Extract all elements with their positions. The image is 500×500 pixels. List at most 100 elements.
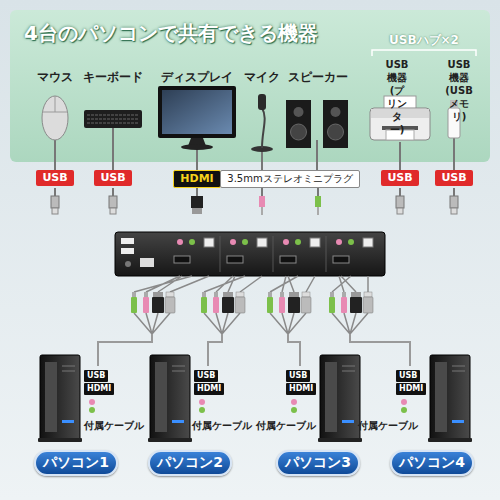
- connector-tag: HDMI: [84, 383, 114, 395]
- panel-title: 4台のパソコンで共有できる機器: [24, 20, 318, 47]
- connector-tag: HDMI: [286, 383, 316, 395]
- kvm-switch: [125, 261, 131, 267]
- kvm-ports: [295, 239, 301, 245]
- kvm-ports: [283, 239, 289, 245]
- cable-note: 付属ケーブル: [256, 420, 316, 432]
- kvm-illustration: [38, 355, 82, 442]
- device-name: ディスプレイ: [161, 70, 233, 84]
- keyboard-icon: [87, 115, 139, 123]
- top-plugs: [397, 208, 403, 214]
- port-tag: USB: [435, 170, 472, 186]
- kvm-illustration: [148, 355, 192, 442]
- kvm-ports: [242, 239, 248, 245]
- kvm-ports: [220, 236, 221, 272]
- audio-plug-dots: [291, 399, 297, 405]
- kvm-illustration: [318, 355, 362, 442]
- kvm-cables: [134, 276, 209, 292]
- mouse-icon: [42, 96, 68, 140]
- kvm-ports: [326, 236, 327, 272]
- top-plugs: [52, 208, 58, 214]
- kvm-ports: [177, 239, 183, 245]
- hub-bracket: [372, 50, 476, 56]
- speaker-icon: [291, 124, 307, 140]
- kvm-ports: [204, 238, 214, 247]
- device-name: USB機器 (プリンター): [386, 58, 409, 136]
- pc-pill: パソコン3: [276, 450, 360, 476]
- speaker-icon: [323, 100, 348, 148]
- cable-note: 付属ケーブル: [358, 420, 418, 432]
- kvm-ports: [230, 239, 236, 245]
- kvm-ports: [336, 239, 342, 245]
- audio-plug-dots: [199, 407, 205, 413]
- device-name: USB機器 (USBメモリ): [445, 58, 473, 123]
- top-plugs: [259, 196, 265, 207]
- port-name: HDMI: [180, 172, 213, 185]
- kvm-illustration: [329, 292, 373, 334]
- audio-plug-dots: [89, 399, 407, 413]
- top-plugs: [450, 196, 458, 208]
- top-plugs: [315, 196, 321, 207]
- pc-pill: パソコン2: [148, 450, 232, 476]
- kvm-ports: [174, 236, 373, 272]
- hub-note: USBハブ×2: [389, 32, 459, 49]
- monitor-icon: [162, 90, 232, 134]
- connector-tag: USB: [286, 370, 310, 382]
- audio-plug-dots: [89, 399, 95, 405]
- connector-tag: USB: [396, 370, 420, 382]
- cable-note: 付属ケーブル: [192, 420, 252, 432]
- top-plugs: [109, 196, 117, 208]
- device-name: キーボード: [83, 70, 143, 84]
- top-plugs: [317, 207, 319, 215]
- port-name: USB: [100, 171, 125, 184]
- audio-plug-dots: [199, 399, 205, 405]
- top-plugs: [396, 196, 404, 208]
- plug-box: 3.5mmステレオミニプラグ: [220, 170, 359, 188]
- pc-name: パソコン3: [285, 454, 351, 472]
- speaker-icon: [294, 107, 304, 117]
- connector-tag: HDMI: [396, 383, 426, 395]
- keyboard-icon: [84, 110, 142, 128]
- top-plugs: [451, 208, 457, 214]
- top-plugs: [261, 207, 263, 215]
- speaker-icon: [331, 107, 341, 117]
- speaker-icon: [328, 124, 344, 140]
- connector-tag: USB: [84, 370, 108, 382]
- kvm-ports: [273, 236, 274, 272]
- plug-name: 3.5mmステレオミニプラグ: [227, 173, 352, 184]
- cable-note: 付属ケーブル: [84, 420, 144, 432]
- audio-plug-dots: [89, 407, 95, 413]
- pc-name: パソコン1: [43, 454, 109, 472]
- mic-icon: [262, 108, 265, 148]
- top-plugs: [110, 208, 116, 214]
- mic-icon: [258, 94, 266, 110]
- pc-pill: パソコン1: [34, 450, 118, 476]
- audio-plug-dots: [291, 407, 297, 413]
- kvm-ports: [189, 239, 195, 245]
- kvm-ports: [363, 238, 373, 247]
- kvm-switch: [115, 232, 385, 276]
- top-plugs: [192, 208, 202, 214]
- kvm-illustration: [201, 292, 245, 334]
- kvm-switch: [121, 238, 134, 244]
- kvm-illustration: [131, 292, 175, 334]
- kvm-ports: [227, 256, 243, 263]
- top-plugs: [55, 188, 454, 196]
- kvm-illustration: [428, 355, 472, 442]
- kvm-cables: [270, 276, 315, 292]
- kvm-switch: [140, 258, 154, 267]
- mouse-icon: [42, 96, 68, 112]
- audio-plug-dots: [401, 407, 407, 413]
- kvm-switch: [115, 232, 385, 276]
- monitor-icon: [181, 144, 213, 150]
- top-plugs: [51, 188, 458, 215]
- kvm-ports: [280, 256, 296, 263]
- kvm-cables: [204, 276, 262, 292]
- top-plugs: [51, 196, 59, 208]
- kvm-cables: [134, 276, 368, 292]
- monitor-icon: [158, 86, 236, 138]
- port-name: USB: [42, 171, 67, 184]
- port-name: USB: [387, 171, 412, 184]
- pc-cables: [98, 334, 152, 366]
- device-name: マイク: [244, 70, 280, 84]
